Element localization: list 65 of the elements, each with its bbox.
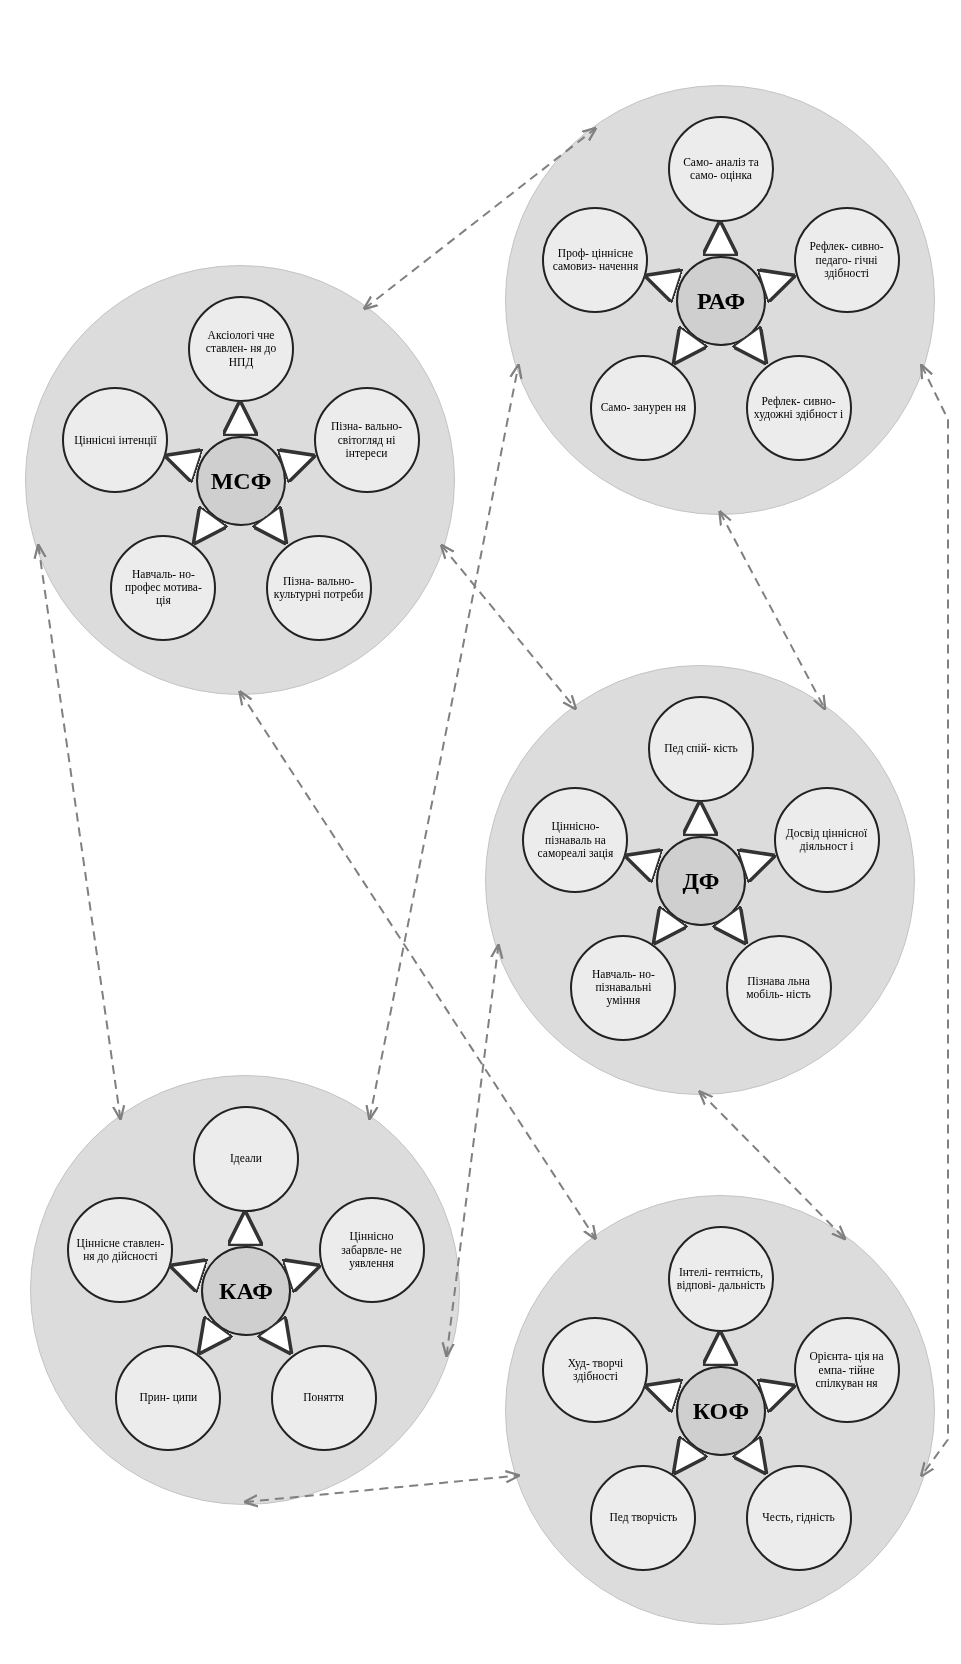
block-arrow — [167, 1257, 210, 1295]
block-arrow — [220, 398, 260, 438]
block-arrow — [162, 447, 205, 485]
circle-label: Пізна- вально- культурні потреби — [272, 574, 365, 601]
block-arrow — [642, 1377, 685, 1415]
circle-label: МСФ — [210, 467, 272, 495]
circle-label: Ціннісне ставлен- ня до дійсності — [75, 1237, 166, 1264]
block-arrow — [191, 503, 230, 547]
circle-label: Навчаль- но- пізнавальні уміння — [591, 967, 656, 1008]
block-arrow — [700, 218, 740, 258]
block-arrow — [622, 847, 665, 885]
dashed-double-arrow — [365, 363, 523, 1121]
block-arrow — [280, 1257, 323, 1295]
block-arrow — [700, 1328, 740, 1368]
block-arrow — [710, 903, 749, 947]
dashed-double-arrow — [238, 689, 598, 1241]
circle-label: КОФ — [692, 1397, 750, 1425]
block-arrow — [250, 503, 289, 547]
circle-label: Рефлек- сивно- педаго- гічні здібності — [808, 240, 885, 281]
circle-label: Ціннісно- пізнаваль на самореалі зація — [536, 820, 615, 861]
block-arrow — [735, 847, 778, 885]
circle-label: РАФ — [697, 287, 745, 315]
block-arrow — [755, 1377, 798, 1415]
circle-label: Рефлек- сивно- художні здібност і — [752, 394, 845, 421]
circle-label: Аксіологі чне ставлен- ня до НПД — [204, 329, 278, 369]
block-arrow — [671, 323, 710, 367]
circle-label: Пізнава льна мобіль- ність — [745, 974, 812, 1001]
circle-label: КАФ — [219, 1277, 273, 1305]
circle-label: Само- аналіз та само- оцінка — [682, 155, 760, 183]
block-arrow — [730, 1433, 769, 1477]
dashed-double-arrow — [919, 363, 949, 1478]
block-arrow — [730, 323, 769, 367]
circle-label: Пізна- вально- світогляд ні інтереси — [329, 420, 404, 461]
circle-label: Пед спій- кість — [663, 742, 739, 756]
circle-label: Проф- ціннісне самовиз- начення — [551, 247, 640, 274]
circle-label: Прин- ципи — [138, 1391, 199, 1405]
circle-label: Поняття — [302, 1391, 345, 1405]
circle-label: Ціннісно забарвле- не уявлення — [340, 1230, 403, 1271]
circle-label: Ідеали — [229, 1152, 263, 1166]
circle-label: Ціннісні інтенції — [73, 433, 158, 447]
block-arrow — [671, 1433, 710, 1477]
block-arrow — [755, 267, 798, 305]
circle-label: Досвід ціннісної діяльност і — [784, 827, 869, 854]
block-arrow — [196, 1313, 235, 1357]
circle-label: Честь, гідність — [761, 1511, 836, 1525]
circle-label: Само- занурен ня — [599, 401, 688, 415]
block-arrow — [651, 903, 690, 947]
block-arrow — [255, 1313, 294, 1357]
block-arrow — [225, 1208, 265, 1248]
dashed-double-arrow — [718, 509, 827, 711]
circle-label: Інтелі- гентність, відпові- дальність — [675, 1265, 767, 1293]
dashed-double-arrow — [441, 943, 504, 1358]
circle-label: ДФ — [682, 867, 720, 895]
block-arrow — [275, 447, 318, 485]
block-arrow — [680, 798, 720, 838]
circle-label: Худ- творчі здібності — [566, 1357, 625, 1384]
dashed-double-arrow — [697, 1089, 847, 1241]
circle-label: Орієнта- ція на емпа- тійне спілкуван ня — [808, 1350, 885, 1391]
circle-label: Пед творчість — [608, 1511, 679, 1525]
block-arrow — [642, 267, 685, 305]
dashed-double-arrow — [242, 1470, 521, 1508]
dashed-double-arrow — [33, 543, 126, 1121]
dashed-double-arrow — [362, 126, 598, 311]
circle-label: Навчаль- но- профес мотива- ція — [124, 567, 203, 608]
dashed-double-arrow — [439, 543, 578, 711]
